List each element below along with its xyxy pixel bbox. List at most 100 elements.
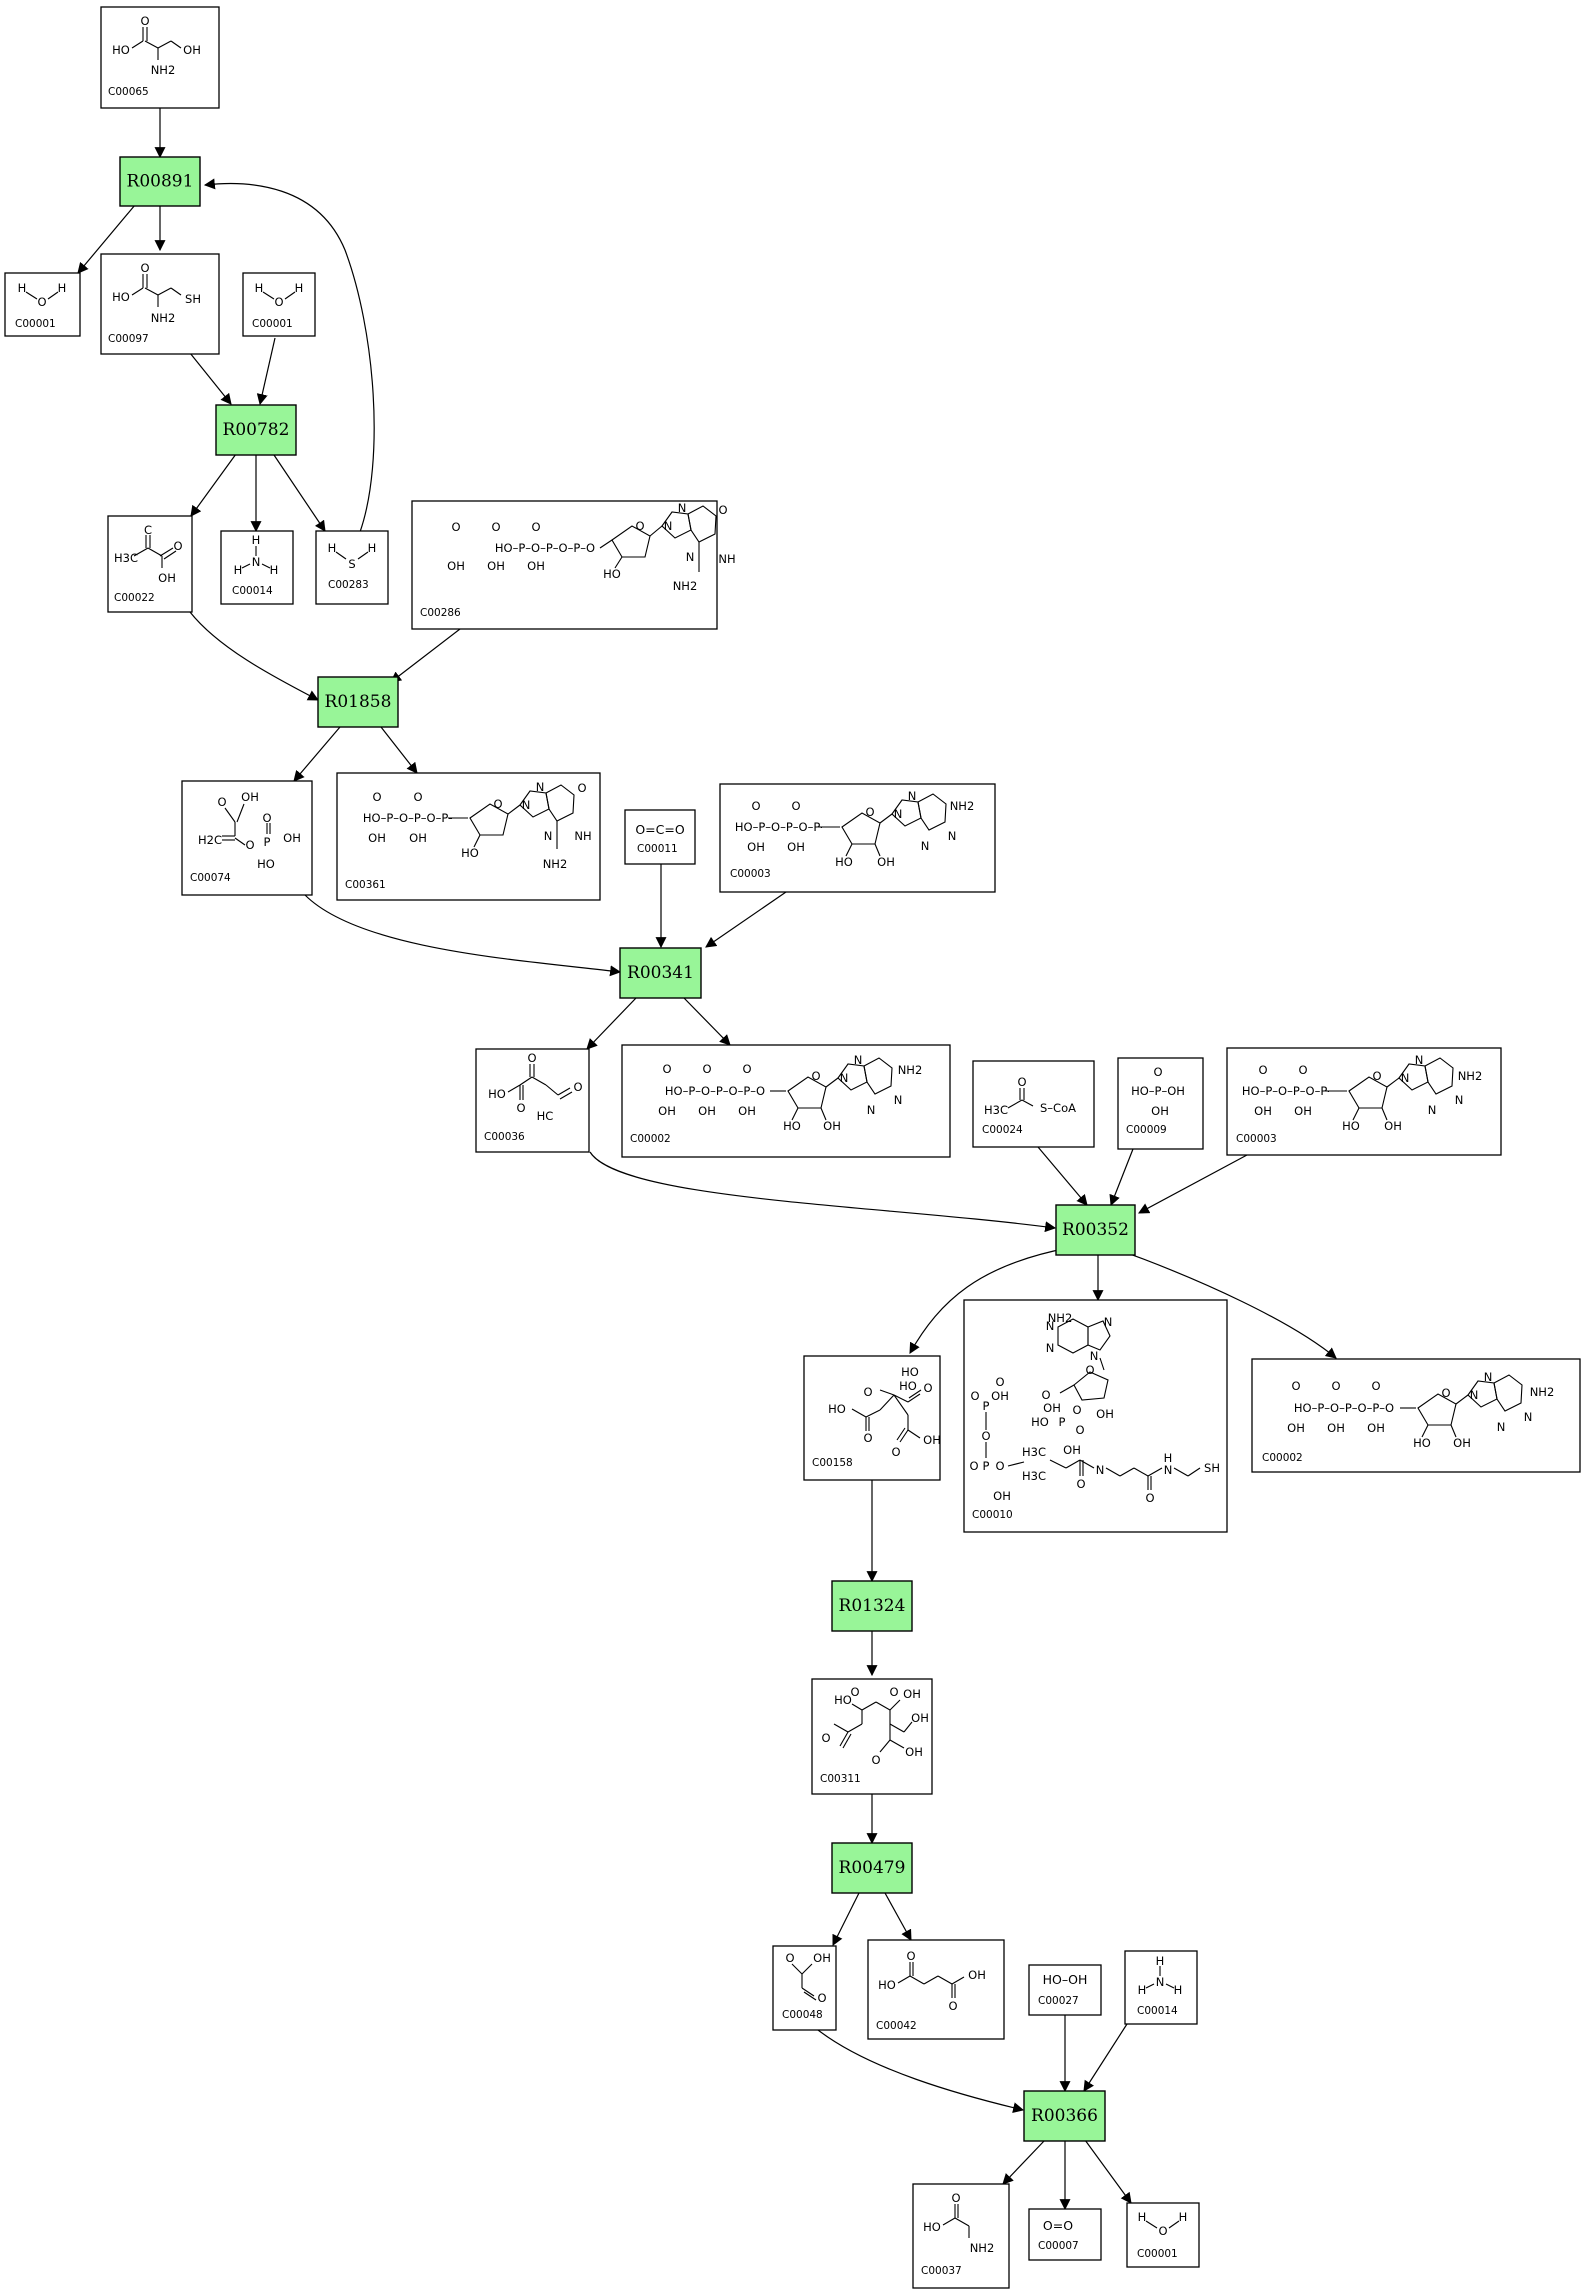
- svg-text:N: N: [921, 839, 930, 853]
- svg-text:O: O: [718, 503, 727, 517]
- edge-c00283-r00891: [203, 178, 375, 533]
- compound-id: C00014: [232, 585, 273, 597]
- compound-c00158[interactable]: HO HO O O HO O OH O C00158: [803, 1355, 941, 1481]
- svg-text:HO: HO: [899, 1379, 917, 1393]
- svg-text:HO–OH: HO–OH: [1043, 1972, 1088, 1987]
- reaction-r00891[interactable]: R00891: [119, 156, 201, 207]
- svg-text:R00782: R00782: [223, 420, 290, 440]
- svg-text:OH: OH: [409, 831, 427, 845]
- reaction-r00782[interactable]: R00782: [215, 404, 297, 456]
- compound-c00036[interactable]: HO O O O HC C00036: [475, 1048, 590, 1153]
- compound-c00022[interactable]: H3C C O OH C00022: [107, 515, 193, 613]
- compound-c00002[interactable]: HO–P–O–P–O–P–O O O O OH OH OH O HO OH N …: [621, 1044, 951, 1158]
- edge-c00009-r00352: [1109, 1148, 1134, 1207]
- svg-text:HO–P–O–P–O–P–O: HO–P–O–P–O–P–O: [363, 811, 463, 825]
- svg-text:HO: HO: [257, 857, 275, 871]
- svg-text:N: N: [1096, 1463, 1105, 1477]
- svg-text:OH: OH: [823, 1119, 841, 1133]
- compound-c00074[interactable]: O OH H2C O P O OH HO C00074: [181, 780, 313, 896]
- compound-c00007[interactable]: O=O C00007: [1028, 2208, 1102, 2261]
- svg-text:O: O: [491, 520, 500, 534]
- structure-peroxide: HO–OH: [1043, 1972, 1088, 1987]
- svg-text:O: O: [751, 799, 760, 813]
- compound-c00010[interactable]: NH2 N N N N O O OH O P HO OH O O OH P O …: [963, 1299, 1228, 1533]
- compound-c00002[interactable]: HO–P–O–P–O–P–O O O O OH OH OH O HO OH N …: [1251, 1358, 1581, 1473]
- svg-text:N: N: [522, 798, 531, 812]
- svg-text:OH: OH: [1294, 1104, 1312, 1118]
- svg-text:N: N: [1497, 1420, 1506, 1434]
- svg-text:HO: HO: [878, 1978, 896, 1992]
- svg-text:OH: OH: [1367, 1421, 1385, 1435]
- svg-text:OH: OH: [991, 1389, 1009, 1403]
- edge-r00891-c00001: [77, 204, 136, 274]
- compound-c00361[interactable]: HO–P–O–P–O–P–O O O OH OH O HO N N O NH N…: [336, 772, 601, 901]
- compound-c00024[interactable]: O H3C S–CoA C00024: [972, 1060, 1095, 1148]
- reaction-r00479[interactable]: R00479: [831, 1842, 913, 1894]
- compound-c00001[interactable]: H O H C00001: [242, 272, 316, 337]
- compound-id: C00014: [1137, 2005, 1178, 2017]
- svg-text:R00366: R00366: [1031, 2106, 1098, 2126]
- reaction-r01858[interactable]: R01858: [317, 676, 399, 728]
- svg-text:O: O: [1298, 1063, 1307, 1077]
- compound-c00283[interactable]: H S H C00283: [315, 530, 389, 605]
- edge-c00001-r00782: [256, 337, 276, 406]
- svg-text:HO–P–O–P–O–P–O: HO–P–O–P–O–P–O: [1242, 1084, 1342, 1098]
- svg-text:OH: OH: [283, 831, 301, 845]
- reaction-r00352[interactable]: R00352: [1055, 1204, 1136, 1256]
- compound-c00037[interactable]: HO O NH2 C00037: [912, 2183, 1010, 2289]
- compound-c00001[interactable]: H O H C00001: [4, 272, 81, 337]
- compound-c00097[interactable]: HO O SH NH2 C00097: [100, 253, 220, 355]
- compound-c00003[interactable]: HO–P–O–P–O–P–O O O OH OH O HO OH N N NH2…: [719, 783, 996, 893]
- svg-text:O: O: [1145, 1491, 1154, 1505]
- compound-c00065[interactable]: HO O OH NH2 C00065: [100, 6, 220, 109]
- svg-text:OH: OH: [698, 1104, 716, 1118]
- compound-c00001[interactable]: H O H C00001: [1126, 2202, 1200, 2268]
- compound-id: C00024: [982, 1124, 1023, 1136]
- svg-text:OH: OH: [923, 1433, 941, 1447]
- structure-c00022: H3C C O OH: [114, 523, 183, 585]
- svg-text:N: N: [1401, 1071, 1410, 1085]
- compound-c00311[interactable]: HO O OH O O OH OH O C00311: [811, 1678, 933, 1795]
- svg-text:O: O: [140, 261, 149, 275]
- compound-id: C00074: [190, 872, 231, 884]
- compound-id: C00158: [812, 1457, 853, 1469]
- svg-text:HO: HO: [488, 1087, 506, 1101]
- edge-c00036-r00352: [589, 1151, 1057, 1233]
- reaction-r00366[interactable]: R00366: [1023, 2090, 1106, 2142]
- compound-id: C00065: [108, 86, 149, 98]
- compound-c00003[interactable]: HO–P–O–P–O–P–O O O OH OH O HO OH N N NH2…: [1226, 1047, 1502, 1156]
- svg-text:R01324: R01324: [839, 1596, 906, 1616]
- compound-c00014[interactable]: H N H H C00014: [220, 530, 294, 605]
- svg-text:HO: HO: [828, 1402, 846, 1416]
- svg-text:OH: OH: [158, 571, 176, 585]
- compound-c00042[interactable]: HO O O OH C00042: [867, 1939, 1005, 2040]
- compound-c00009[interactable]: O HO–P–OH OH C00009: [1117, 1057, 1204, 1150]
- svg-text:NH: NH: [718, 552, 735, 566]
- svg-text:H: H: [18, 281, 27, 295]
- reaction-r01324[interactable]: R01324: [831, 1580, 913, 1632]
- svg-text:OH: OH: [903, 1687, 921, 1701]
- structure-c00097: HO O SH NH2: [112, 261, 201, 325]
- svg-text:O: O: [863, 1431, 872, 1445]
- svg-text:P: P: [1059, 1415, 1066, 1429]
- svg-text:HO–P–O–P–O–P–O: HO–P–O–P–O–P–O: [495, 541, 595, 555]
- compound-c00014[interactable]: H N H H C00014: [1124, 1950, 1198, 2025]
- reaction-r00341[interactable]: R00341: [619, 947, 702, 999]
- svg-text:NH: NH: [574, 829, 591, 843]
- svg-text:NH2: NH2: [898, 1063, 923, 1077]
- compound-c00048[interactable]: O OH O C00048: [772, 1945, 837, 2031]
- compound-c00011[interactable]: O=C=O C00011: [624, 809, 696, 865]
- compound-c00027[interactable]: HO–OH C00027: [1028, 1964, 1102, 2016]
- svg-text:H: H: [270, 563, 279, 577]
- svg-text:O: O: [1153, 1065, 1162, 1079]
- svg-text:NH2: NH2: [950, 799, 975, 813]
- svg-text:O: O: [493, 797, 502, 811]
- compound-id: C00036: [484, 1131, 525, 1143]
- svg-text:O: O: [662, 1062, 671, 1076]
- compound-c00286[interactable]: HO–P–O–P–O–P–O O O O OH OH OH O HO N N O…: [411, 500, 736, 630]
- svg-text:O: O: [451, 520, 460, 534]
- svg-text:N: N: [664, 519, 673, 533]
- svg-text:OH: OH: [487, 559, 505, 573]
- structure-water: H O H: [255, 281, 304, 309]
- svg-text:OH: OH: [877, 855, 895, 869]
